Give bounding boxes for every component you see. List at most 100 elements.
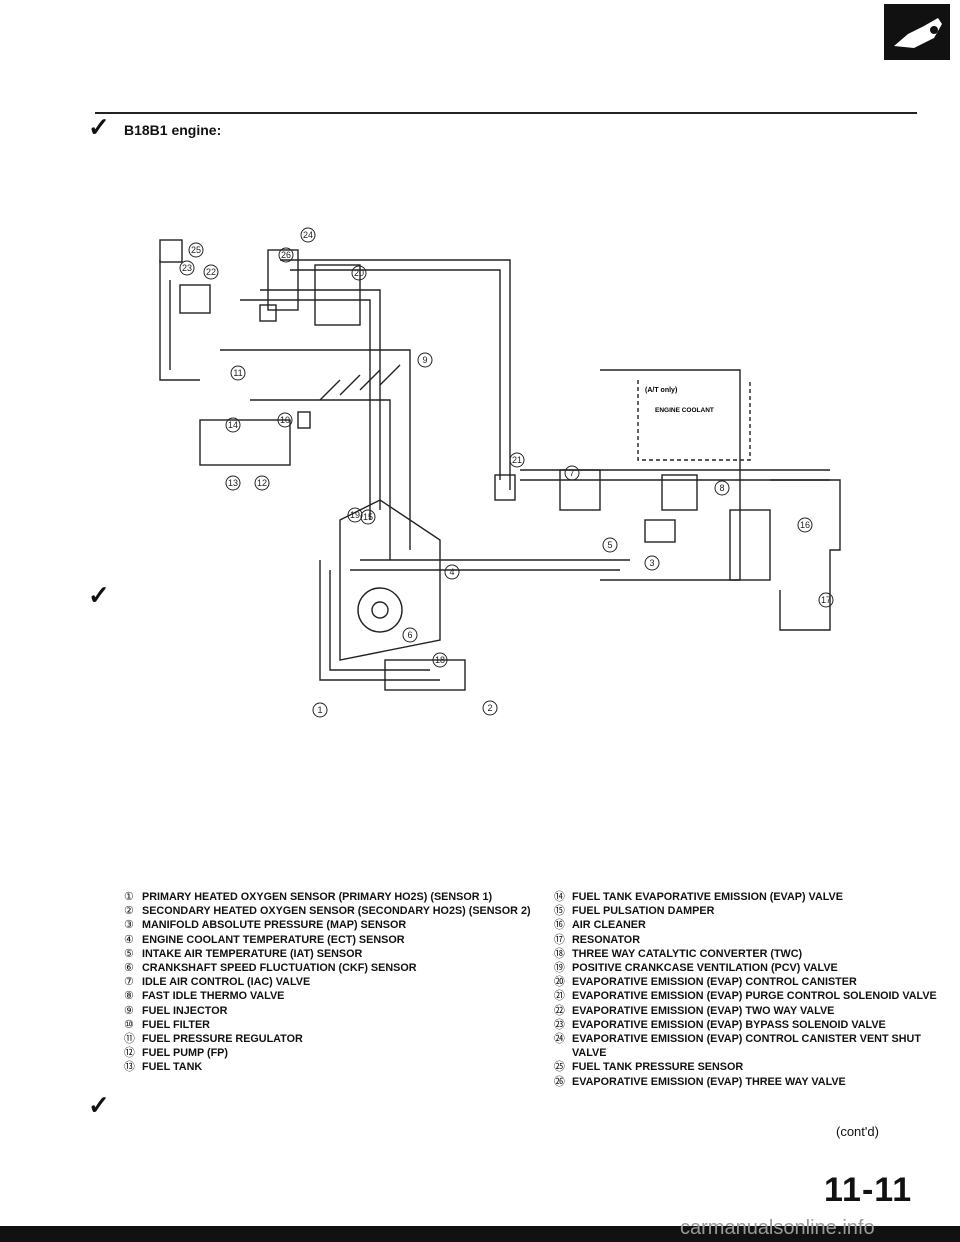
callout-18: 18 — [432, 652, 448, 668]
section-logo — [884, 4, 950, 60]
footer-bar — [0, 1226, 960, 1242]
callout-15: 15 — [360, 509, 376, 525]
legend-text: MANIFOLD ABSOLUTE PRESSURE (MAP) SENSOR — [142, 919, 407, 932]
car-icon — [894, 18, 942, 48]
legend-text: INTAKE AIR TEMPERATURE (IAT) SENSOR — [142, 947, 363, 960]
svg-text:5: 5 — [607, 540, 612, 550]
svg-text:6: 6 — [407, 630, 412, 640]
svg-text:3: 3 — [649, 558, 654, 568]
callout-8: 8 — [714, 480, 730, 496]
legend-text: AIR CLEANER — [572, 919, 646, 932]
legend-item: ㉑ EVAPORATIVE EMISSION (EVAP) PURGE CONTR… — [554, 989, 949, 1003]
svg-text:23: 23 — [182, 263, 192, 273]
legend-item: ㉔ EVAPORATIVE EMISSION (EVAP) CONTROL CAN… — [554, 1032, 949, 1060]
legend-number: ⑮ — [554, 905, 565, 918]
svg-text:12: 12 — [257, 478, 267, 488]
legend-item: ⑭ FUEL TANK EVAPORATIVE EMISSION (EVAP) V… — [554, 890, 949, 904]
callout-24: 24 — [300, 227, 316, 243]
legend-number: ⑰ — [554, 933, 565, 946]
legend-text: EVAPORATIVE EMISSION (EVAP) PURGE CONTRO… — [572, 990, 937, 1003]
legend-number: ㉕ — [554, 1061, 565, 1074]
callout-16: 16 — [797, 517, 813, 533]
callout-13: 13 — [225, 475, 241, 491]
svg-text:8: 8 — [719, 483, 724, 493]
legend-number: ⑪ — [124, 1033, 135, 1046]
legend-item: ⑨ FUEL INJECTOR — [124, 1004, 534, 1018]
legend-text: FUEL PULSATION DAMPER — [572, 905, 715, 918]
legend-number: ⑨ — [124, 1004, 134, 1017]
callout-4: 4 — [444, 564, 460, 580]
legend-number: ④ — [124, 933, 134, 946]
note-at-only: (A/T only) — [645, 387, 677, 394]
continued-label: (cont'd) — [836, 1124, 879, 1139]
svg-text:19: 19 — [350, 510, 360, 520]
svg-text:2: 2 — [487, 703, 492, 713]
svg-text:24: 24 — [303, 230, 313, 240]
legend-text: FUEL FILTER — [142, 1018, 210, 1031]
legend-item: ㉕ FUEL TANK PRESSURE SENSOR — [554, 1060, 949, 1074]
page-title: B18B1 engine: — [124, 122, 222, 138]
legend-item: ⑮ FUEL PULSATION DAMPER — [554, 904, 949, 918]
svg-text:15: 15 — [363, 512, 373, 522]
margin-check-icon: ✓ — [88, 112, 110, 142]
svg-text:17: 17 — [821, 595, 831, 605]
legend-item: ③ MANIFOLD ABSOLUTE PRESSURE (MAP) SENSOR — [124, 918, 534, 932]
callout-10: 10 — [277, 412, 293, 428]
callout-25: 25 — [188, 242, 204, 258]
svg-text:4: 4 — [449, 567, 454, 577]
legend-text: FUEL TANK — [142, 1061, 203, 1074]
svg-text:26: 26 — [281, 250, 291, 260]
callout-21: 21 — [509, 452, 525, 468]
legend-text: EVAPORATIVE EMISSION (EVAP) CONTROL CANI… — [572, 1033, 921, 1060]
legend-number: ⑤ — [124, 947, 134, 960]
callout-20: 20 — [351, 265, 367, 281]
legend-number: ⑩ — [124, 1018, 134, 1031]
legend-number: ⑧ — [124, 990, 134, 1003]
callout-17: 17 — [818, 592, 834, 608]
engine-vacuum-diagram: (A/T only) ENGINE COOLANT 1 2 3 4 5 6 7 … — [159, 227, 841, 718]
legend-text: FUEL INJECTOR — [142, 1004, 228, 1017]
legend-text: POSITIVE CRANKCASE VENTILATION (PCV) VAL… — [572, 962, 838, 975]
legend-number: ③ — [124, 919, 134, 932]
legend-number: ⑦ — [124, 976, 134, 989]
legend-text: IDLE AIR CONTROL (IAC) VALVE — [142, 976, 311, 989]
legend-text: SECONDARY HEATED OXYGEN SENSOR (SECONDAR… — [142, 905, 531, 918]
legend-text: FUEL TANK EVAPORATIVE EMISSION (EVAP) VA… — [572, 891, 843, 903]
legend-number: ⑳ — [554, 976, 565, 989]
watermark: carmanualsonline.info — [680, 1217, 875, 1239]
svg-text:20: 20 — [354, 268, 364, 278]
legend-number: ⑯ — [554, 919, 565, 932]
legend-number: ㉔ — [554, 1033, 565, 1046]
margin-check-icon: ✓ — [88, 580, 110, 610]
legend-number: ㉖ — [554, 1075, 565, 1088]
legend-text: EVAPORATIVE EMISSION (EVAP) CONTROL CANI… — [572, 976, 857, 989]
legend-number: ⑥ — [124, 962, 134, 975]
legend-number: ㉒ — [554, 1004, 565, 1017]
svg-text:11: 11 — [233, 368, 242, 378]
legend-number: ⑬ — [124, 1061, 135, 1074]
note-engine-coolant: ENGINE COOLANT — [655, 407, 714, 414]
callout-19: 19 — [347, 507, 363, 523]
svg-text:9: 9 — [422, 355, 427, 365]
legend-text: FUEL TANK PRESSURE SENSOR — [572, 1061, 744, 1074]
legend-number: ㉑ — [554, 990, 565, 1003]
legend-text: FUEL PUMP (FP) — [142, 1047, 228, 1060]
legend-item: ⑤ INTAKE AIR TEMPERATURE (IAT) SENSOR — [124, 947, 534, 961]
legend-number: ⑲ — [554, 962, 565, 975]
legend-number: ⑱ — [554, 947, 565, 960]
callout-2: 2 — [482, 700, 498, 716]
legend-number: ⑭ — [554, 891, 565, 903]
legend-text: EVAPORATIVE EMISSION (EVAP) BYPASS SOLEN… — [572, 1018, 886, 1031]
callout-11: 11 — [230, 365, 246, 381]
callout-26: 26 — [278, 247, 294, 263]
svg-text:16: 16 — [800, 520, 810, 530]
callout-9: 9 — [417, 352, 433, 368]
